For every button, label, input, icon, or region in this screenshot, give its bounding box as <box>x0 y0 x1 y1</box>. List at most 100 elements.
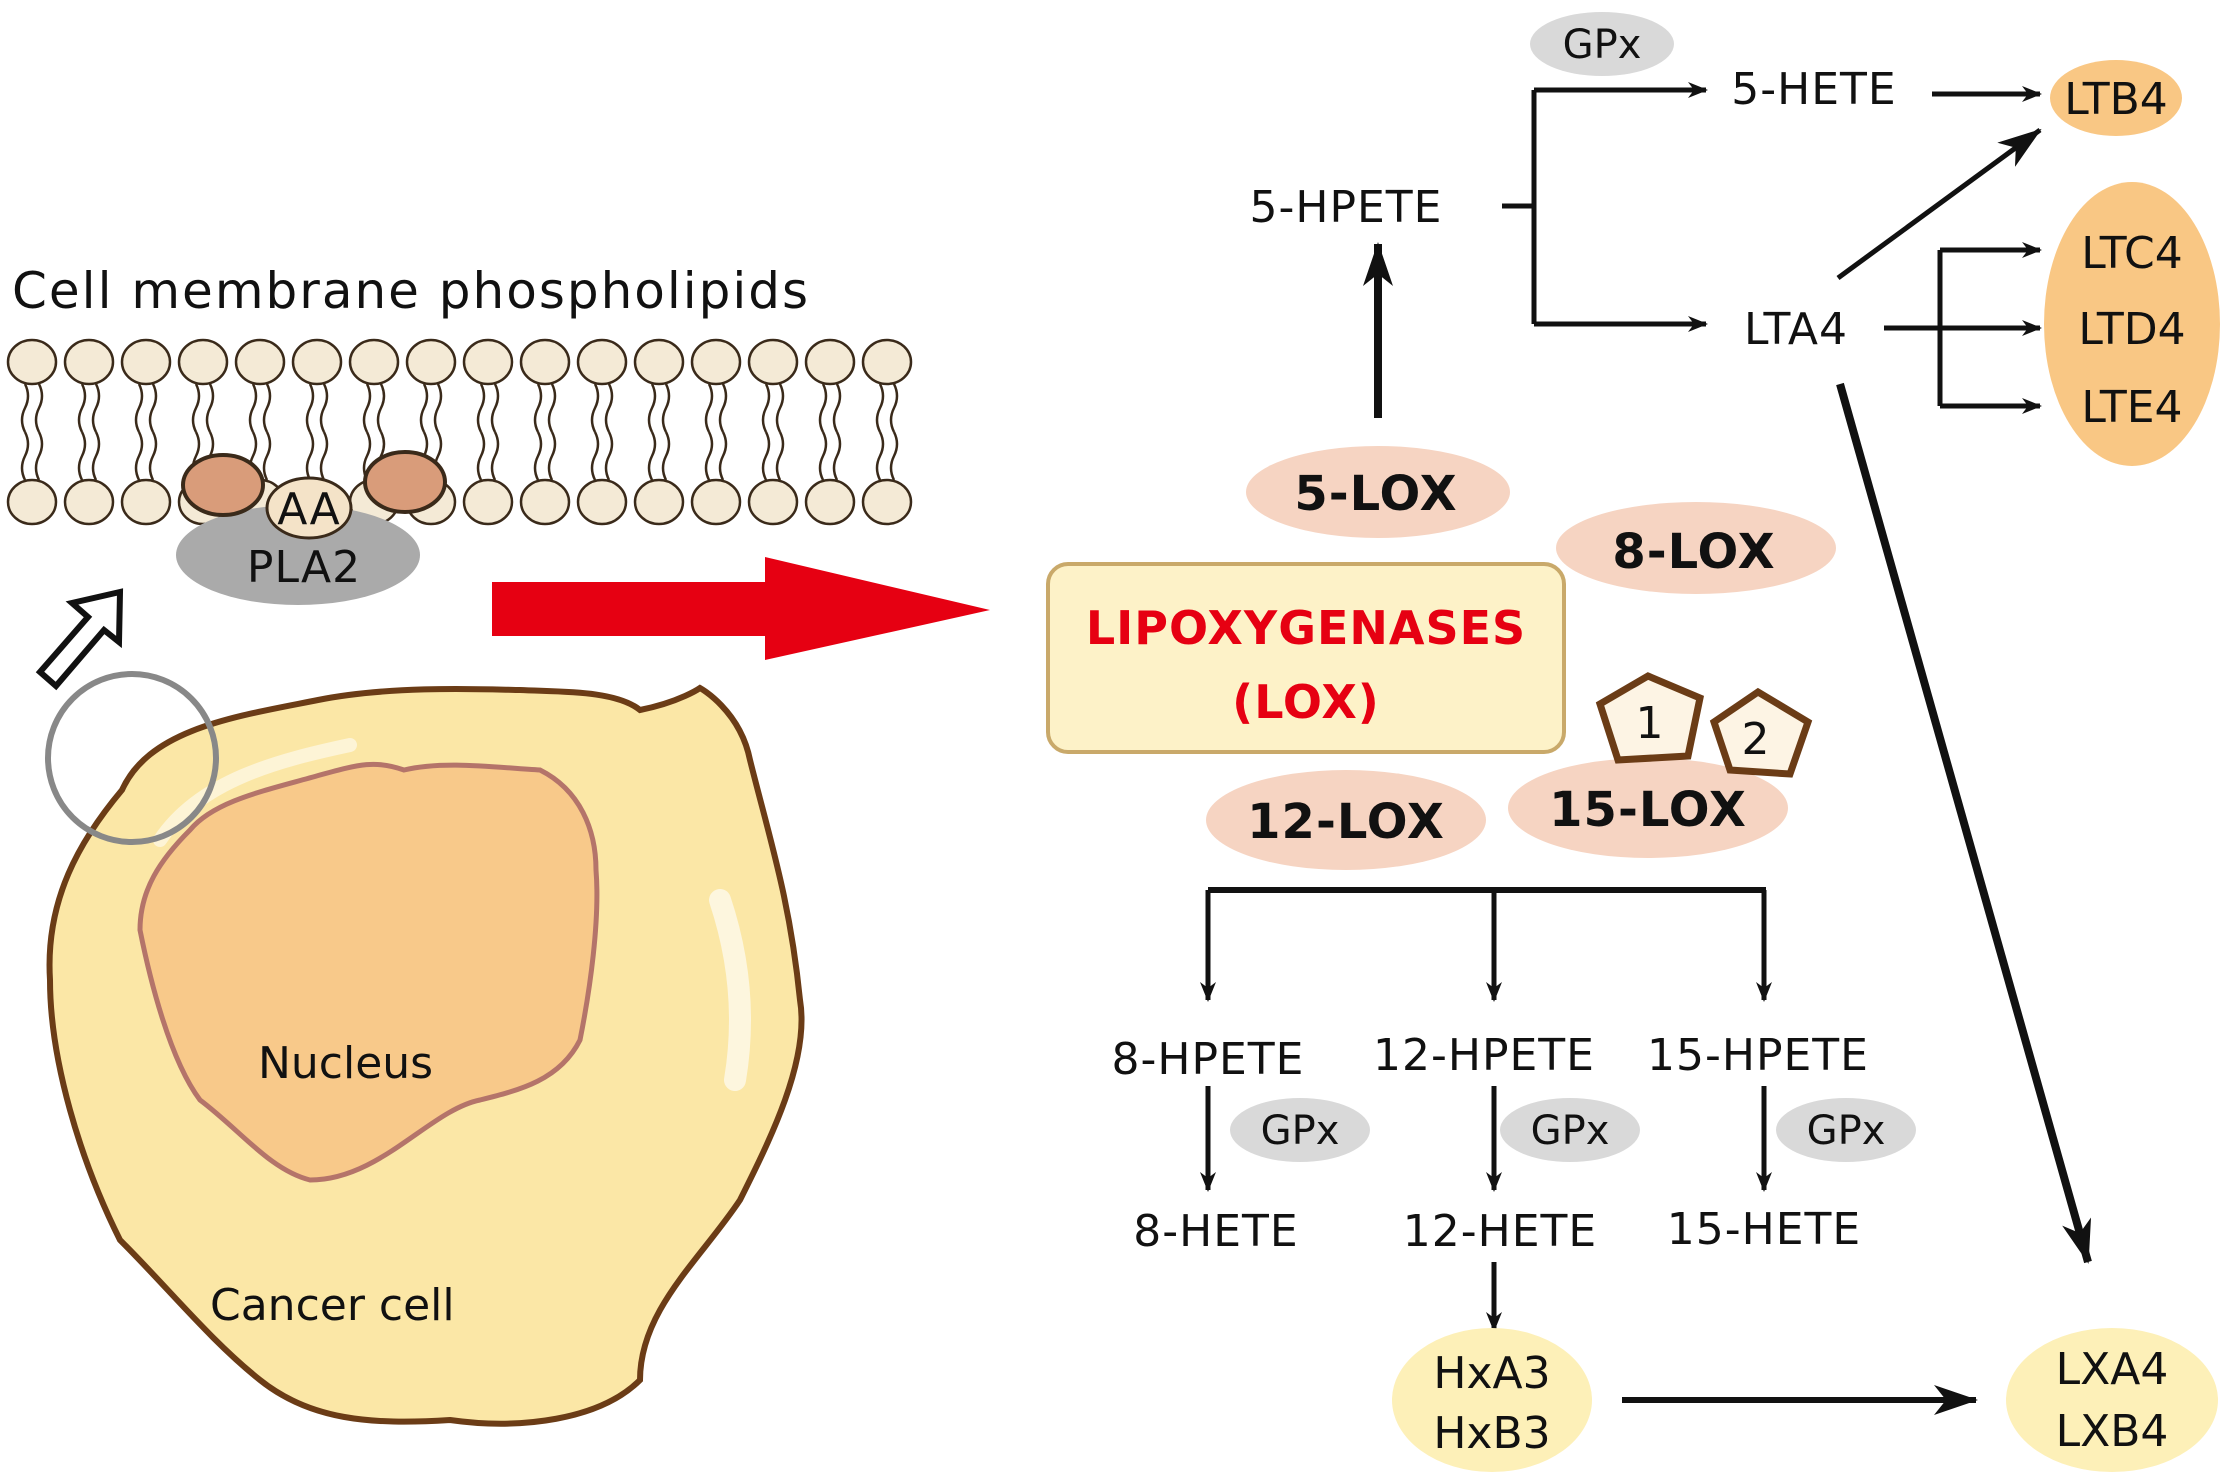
lipid-tail <box>604 383 614 433</box>
5-hpete-label: 5-HPETE <box>1250 182 1443 233</box>
lipid-tail <box>832 431 842 481</box>
membrane-lipid-left <box>181 453 265 517</box>
lipid-tail <box>875 431 885 481</box>
lipid-tail <box>889 431 899 481</box>
lox12-ellipse <box>1206 770 1486 870</box>
12-hpete-label: 12-HPETE <box>1373 1030 1595 1081</box>
lipid-tail <box>533 383 543 433</box>
lipid-tail <box>490 431 500 481</box>
lipid-tail <box>718 431 728 481</box>
lipid-head <box>747 478 799 526</box>
lipid-head <box>861 478 913 526</box>
lipid-tail <box>476 383 486 433</box>
lipid-tail <box>20 383 30 433</box>
lox15-isoform-1 <box>1595 672 1705 764</box>
lox5-ellipse <box>1246 446 1510 538</box>
membrane-title: Cell membrane phospholipids <box>12 262 810 320</box>
lipid-tail <box>604 431 614 481</box>
red-flow-arrow <box>492 557 990 660</box>
lipid-tail <box>34 431 44 481</box>
aa-label: AA <box>277 484 340 535</box>
lox-abbrev-label: (LOX) <box>1232 675 1380 729</box>
pla2-label: PLA2 <box>247 542 361 593</box>
lipid-head <box>861 338 913 386</box>
lipid-tail <box>148 383 158 433</box>
8-hpete-label: 8-HPETE <box>1112 1034 1305 1085</box>
lte4-label: LTE4 <box>2081 382 2182 433</box>
lipid-tail <box>761 431 771 481</box>
lipid-tail <box>547 431 557 481</box>
gpx-12-ellipse <box>1500 1098 1640 1162</box>
lipid-head <box>633 338 685 386</box>
lipid-tail <box>832 383 842 433</box>
lipid-tail <box>77 383 87 433</box>
pla2-enzyme <box>176 505 420 605</box>
lipid-tail <box>362 431 372 481</box>
lipid-tail <box>262 383 272 433</box>
cancer-cell-label: Cancer cell <box>210 1280 455 1331</box>
lipid-tail <box>91 383 101 433</box>
8-hete-label: 8-HETE <box>1133 1206 1298 1257</box>
zoom-circle <box>45 671 219 845</box>
lipid-tail <box>134 383 144 433</box>
lipid-tail <box>433 383 443 433</box>
ltb4-ellipse <box>2050 60 2182 136</box>
lipid-head <box>120 338 172 386</box>
lxb4-label: LXB4 <box>2056 1406 2169 1457</box>
15-hpete-label: 15-HPETE <box>1647 1030 1869 1081</box>
lipid-tail <box>20 431 30 481</box>
lipid-head <box>291 338 343 386</box>
cell-highlight-right <box>709 889 751 1091</box>
lipid-tail <box>134 431 144 481</box>
lipid-tail <box>476 431 486 481</box>
lipid-head <box>519 478 571 526</box>
membrane-lipid-right <box>363 450 447 514</box>
arrow-lta4-to-lxa4 <box>1836 382 2092 1264</box>
ltd4-label: LTD4 <box>2078 304 2185 355</box>
lipid-tail <box>319 431 329 481</box>
lipid-tail <box>661 383 671 433</box>
lipid-head <box>690 338 742 386</box>
lipid-tail <box>718 383 728 433</box>
lipid-tail <box>704 383 714 433</box>
lipid-tail <box>490 383 500 433</box>
isoform-1-label: 1 <box>1636 698 1665 749</box>
lipid-tail <box>319 383 329 433</box>
lox8-label: 8-LOX <box>1612 524 1775 580</box>
lipid-tail <box>590 383 600 433</box>
lipid-head <box>576 338 628 386</box>
lox15-isoform-2 <box>1709 687 1813 778</box>
lipid-head <box>348 338 400 386</box>
lipid-head <box>804 478 856 526</box>
lipid-tail <box>419 383 429 433</box>
lipid-tail <box>590 431 600 481</box>
aa-molecule <box>265 476 353 540</box>
gpx-12-label: GPx <box>1531 1108 1610 1154</box>
lipid-tail <box>818 431 828 481</box>
lta4-label: LTA4 <box>1744 304 1848 355</box>
hxb3-label: HxB3 <box>1433 1408 1550 1459</box>
lipid-head <box>462 338 514 386</box>
gpx-15-label: GPx <box>1807 1108 1886 1154</box>
lipid-tail <box>205 383 215 433</box>
lipid-tail <box>362 383 372 433</box>
lipid-tail <box>647 431 657 481</box>
nucleus <box>137 761 600 1183</box>
lipid-head <box>177 338 229 386</box>
lox15-label: 15-LOX <box>1549 782 1747 838</box>
lox8-ellipse <box>1556 502 1836 594</box>
lipid-tail <box>875 383 885 433</box>
gpx-8-ellipse <box>1230 1098 1370 1162</box>
lipid-tail <box>818 383 828 433</box>
lipid-tail <box>376 383 386 433</box>
lipid-head <box>690 478 742 526</box>
ltb4-label: LTB4 <box>2064 74 2168 125</box>
lipid-head <box>747 338 799 386</box>
ltc4-label: LTC4 <box>2081 228 2182 279</box>
lipid-head <box>405 338 457 386</box>
lox-main-box <box>1046 562 1566 754</box>
cysteinyl-lt-ellipse <box>2044 182 2220 466</box>
lipid-head <box>63 338 115 386</box>
nucleus-label: Nucleus <box>258 1038 433 1089</box>
